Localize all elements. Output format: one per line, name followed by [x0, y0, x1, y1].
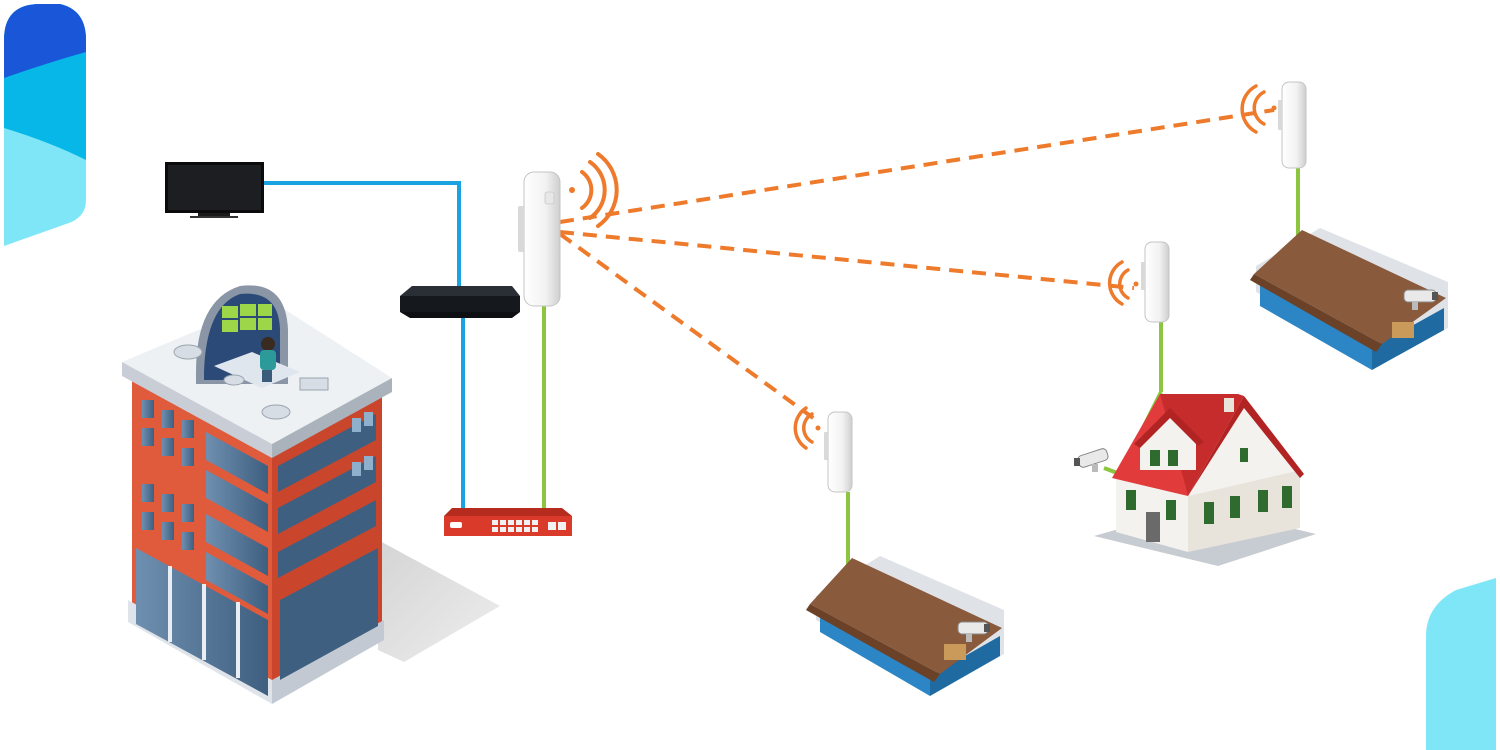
logo-mark-icon: [450, 522, 462, 528]
wifi-signal-icon: [1240, 84, 1277, 134]
cpe-1-device: [824, 411, 853, 493]
cpe-3-device: [1278, 81, 1307, 169]
shed-2: [1250, 228, 1448, 370]
base-station-cpe: [518, 171, 561, 307]
nvr-device: [400, 286, 520, 318]
monitoring-center-building: [122, 285, 392, 704]
building-shadow: [378, 540, 500, 662]
corner-decoration-bottom-right: [1426, 578, 1496, 750]
poe-links: [542, 168, 1421, 642]
shed-1: [806, 556, 1004, 696]
wireless-link-cpe1: [558, 232, 818, 422]
cctv-camera-icon: [957, 621, 990, 642]
wifi-signal-icon: [1107, 260, 1139, 306]
corner-decoration-top-left: [4, 4, 86, 246]
cctv-camera-icon: [1403, 289, 1438, 310]
poe-switch-device: [444, 508, 572, 536]
wireless-link-cpe2: [559, 230, 1135, 290]
cctv-camera-icon: [1074, 448, 1109, 472]
tv-monitor: [165, 162, 264, 218]
house: [1094, 394, 1316, 566]
cpe-2-device: [1141, 241, 1170, 323]
wifi-signal-icon: [793, 406, 821, 450]
wired-links: [264, 181, 465, 512]
monitor-to-nvr-cable: [264, 181, 461, 288]
wifi-signal-icon: [569, 152, 619, 228]
wireless-link-cpe3: [559, 108, 1275, 224]
wireless-links: [558, 108, 1275, 422]
